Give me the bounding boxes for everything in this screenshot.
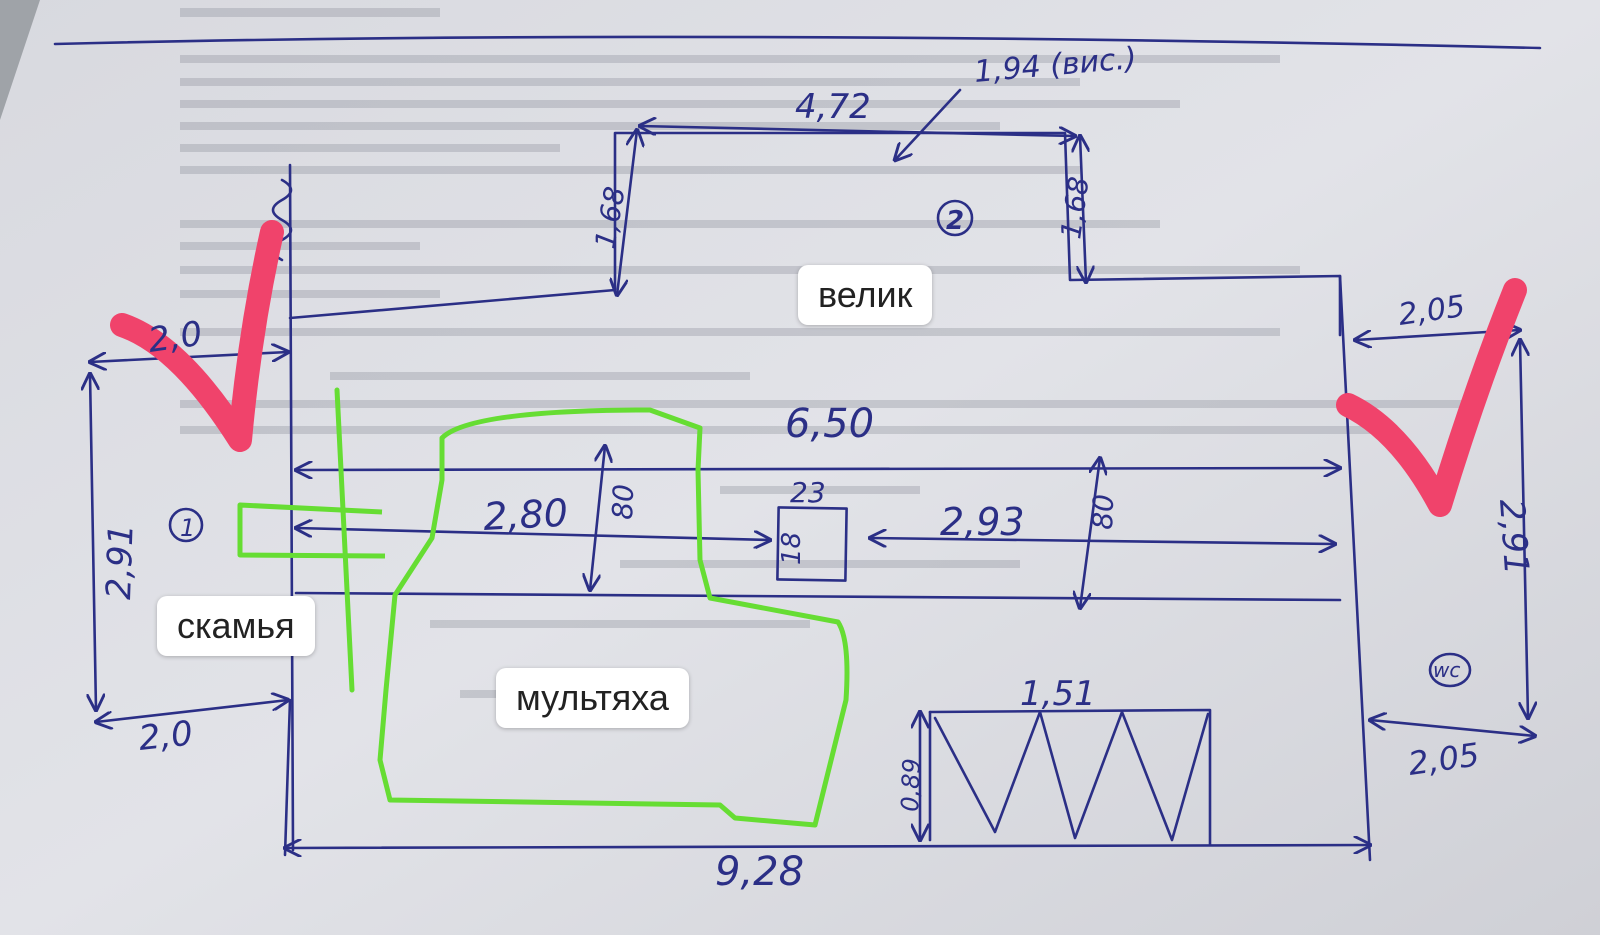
page-rule-line [53, 35, 1542, 50]
zone-2-number: 2 [946, 206, 964, 236]
desk-corner [0, 0, 40, 120]
dim-rack-height: 0,89 [896, 758, 926, 812]
label-multi: мультяха [496, 668, 689, 728]
dim-rack-width: 1,51 [1020, 674, 1096, 714]
dimension-labels: 4,72 1,94 (вис.) 1,68 1,68 2 2,0 2,91 2,… [99, 41, 1536, 895]
middle-lines [296, 446, 1340, 608]
top-block [288, 88, 1342, 337]
dim-top-width: 4,72 [795, 87, 871, 127]
dim-post-width: 23 [790, 476, 826, 509]
dim-right-height: 2,91 [1491, 498, 1536, 576]
dim-bottom-width: 9,28 [715, 849, 804, 895]
check-mark-right [1336, 278, 1527, 517]
dim-left-top-width: 2,0 [146, 314, 205, 361]
wc-label: wc [1433, 658, 1460, 682]
green-outlines [237, 387, 850, 828]
dim-left-bottom-width: 2,0 [137, 714, 195, 759]
dim-main-width: 6,50 [785, 401, 874, 447]
bottom-block [285, 698, 1370, 855]
label-bike: велик [798, 265, 933, 325]
dim-inner-height-1: 80 [606, 483, 640, 520]
dim-left-height: 2,91 [99, 523, 142, 600]
zone-1-number: 1 [180, 514, 195, 542]
printed-text-background [180, 8, 1480, 698]
check-mark-left [110, 220, 284, 452]
dim-post-height: 18 [777, 532, 807, 565]
dim-inner-width: 2,80 [482, 491, 569, 539]
label-bench: скамья [157, 596, 315, 656]
dim-right-inner-width: 2,93 [940, 500, 1025, 544]
bench-cut-line [334, 387, 355, 693]
multi-area-outline [377, 407, 850, 828]
bench-outline [237, 502, 386, 559]
dim-inner-height-2: 80 [1086, 493, 1120, 530]
